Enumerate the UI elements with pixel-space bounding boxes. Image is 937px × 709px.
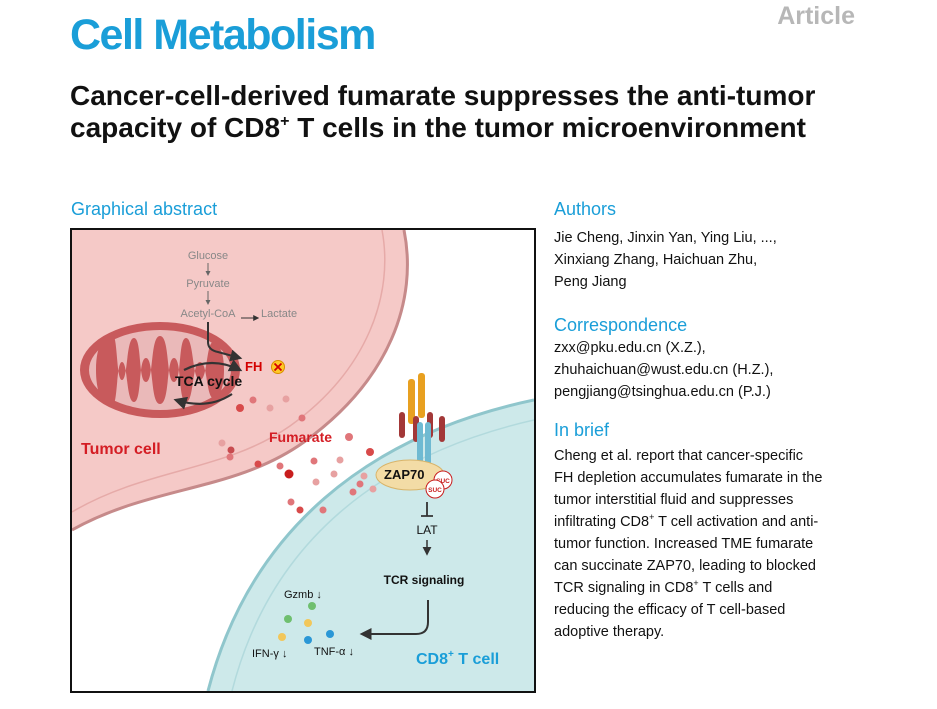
in-brief-fragment: TCR signaling in CD8 — [554, 580, 694, 596]
lat-label: LAT — [416, 523, 438, 537]
in-brief-superscript: + — [693, 578, 699, 588]
authors-line: Xinxiang Zhang, Haichuan Zhu, — [554, 252, 758, 268]
in-brief-line: infiltrating CD8+ T cell activation and … — [554, 511, 822, 533]
in-brief-superscript: + — [649, 512, 655, 522]
t-cell-membrane — [206, 398, 534, 691]
in-brief-line: Cheng et al. report that cancer-specific — [554, 448, 804, 464]
graphical-abstract-figure: Glucose Pyruvate Acetyl-CoA Lactate FH T… — [70, 228, 536, 693]
acetyl-coa-to-tca-arrow — [207, 322, 243, 362]
tcr-signaling-label: TCR signaling — [384, 573, 465, 587]
fh-label: FH — [245, 359, 262, 374]
correspondence-list: zxx@pku.edu.cn (X.Z.), zhuhaichuan@wust.… — [554, 337, 773, 403]
title-superscript: + — [280, 113, 290, 130]
svg-text:ZAP70: ZAP70 — [384, 467, 424, 482]
correspondence-heading: Correspondence — [554, 315, 688, 335]
tca-cycle-arrow-bottom — [173, 393, 233, 410]
inhibition-bar — [421, 502, 433, 517]
tca-cycle-label: TCA cycle — [175, 373, 242, 389]
in-brief-line: tumor function. Increased TME fumarate — [554, 536, 814, 552]
gzmb-label: Gzmb ↓ — [284, 589, 322, 601]
in-brief-heading: In brief — [554, 420, 610, 440]
correspondence-email[interactable]: zhuhaichuan@wust.edu.cn (H.Z.), — [554, 362, 774, 378]
svg-text:SUC: SUC — [428, 487, 442, 494]
cd8-t-cell-label: CD8+ T cell — [416, 649, 499, 668]
tcr-receptor — [399, 373, 445, 468]
zap70-protein: ZAP70 — [375, 459, 445, 491]
in-brief-line: TCR signaling in CD8+ T cells and — [554, 577, 822, 599]
paper-title: Cancer-cell-derived fumarate suppresses … — [70, 80, 870, 144]
correspondence-email[interactable]: pengjiang@tsinghua.edu.cn (P.J.) — [554, 384, 771, 400]
in-brief-line: can succinate ZAP70, leading to blocked — [554, 558, 816, 574]
journal-name: Cell Metabolism — [70, 11, 376, 59]
in-brief-fragment: T cell activation and anti- — [654, 514, 819, 530]
tca-cycle-arrow-top — [183, 359, 243, 372]
authors-list: Jie Cheng, Jinxin Yan, Ying Liu, ..., Xi… — [554, 227, 777, 293]
in-brief-line: FH depletion accumulates fumarate in the — [554, 470, 823, 486]
in-brief-fragment: T cells and — [698, 580, 773, 596]
title-part-2: T cells in the tumor microenvironment — [289, 112, 806, 143]
glucose-label: Glucose — [188, 250, 228, 262]
in-brief-text: Cheng et al. report that cancer-specific… — [554, 445, 822, 643]
authors-heading: Authors — [554, 199, 617, 219]
in-brief-line: adoptive therapy. — [554, 624, 665, 640]
in-brief-line: reducing the efficacy of T cell-based — [554, 602, 786, 618]
succination-mark: SUC SUC — [425, 470, 453, 499]
tumor-cell-region — [72, 230, 408, 530]
fumarate-molecules — [218, 395, 388, 514]
in-brief-fragment: infiltrating CD8 — [554, 514, 650, 530]
tnf-alpha-label: TNF-α ↓ — [314, 646, 354, 658]
article-type-label: Article — [777, 2, 855, 30]
tcr-signaling-arrow — [359, 600, 429, 640]
t-cell-inner-membrane — [231, 419, 534, 691]
tumor-cell-inner-membrane — [72, 230, 386, 513]
ifn-gamma-label: IFN-γ ↓ — [252, 648, 287, 660]
svg-text:SUC: SUC — [436, 478, 450, 485]
mitochondrion — [80, 322, 240, 418]
acetyl-coa-label: Acetyl-CoA — [180, 308, 236, 320]
fh-blocked-icon — [271, 360, 285, 374]
tumor-cell-label: Tumor cell — [81, 441, 161, 458]
lactate-label: Lactate — [261, 308, 297, 320]
authors-line: Jie Cheng, Jinxin Yan, Ying Liu, ..., — [554, 230, 777, 246]
in-brief-line: tumor interstitial fluid and suppresses — [554, 492, 794, 508]
graphical-abstract-svg: Glucose Pyruvate Acetyl-CoA Lactate FH T… — [72, 230, 534, 691]
correspondence-email[interactable]: zxx@pku.edu.cn (X.Z.), — [554, 340, 706, 356]
pyruvate-label: Pyruvate — [186, 278, 229, 290]
cytokine-dots — [278, 602, 334, 644]
title-part-1: Cancer-cell-derived fumarate suppresses … — [70, 80, 816, 143]
tumor-cell-membrane — [72, 230, 409, 532]
fumarate-label: Fumarate — [269, 429, 332, 445]
graphical-abstract-heading: Graphical abstract — [71, 199, 218, 219]
authors-line: Peng Jiang — [554, 274, 627, 290]
